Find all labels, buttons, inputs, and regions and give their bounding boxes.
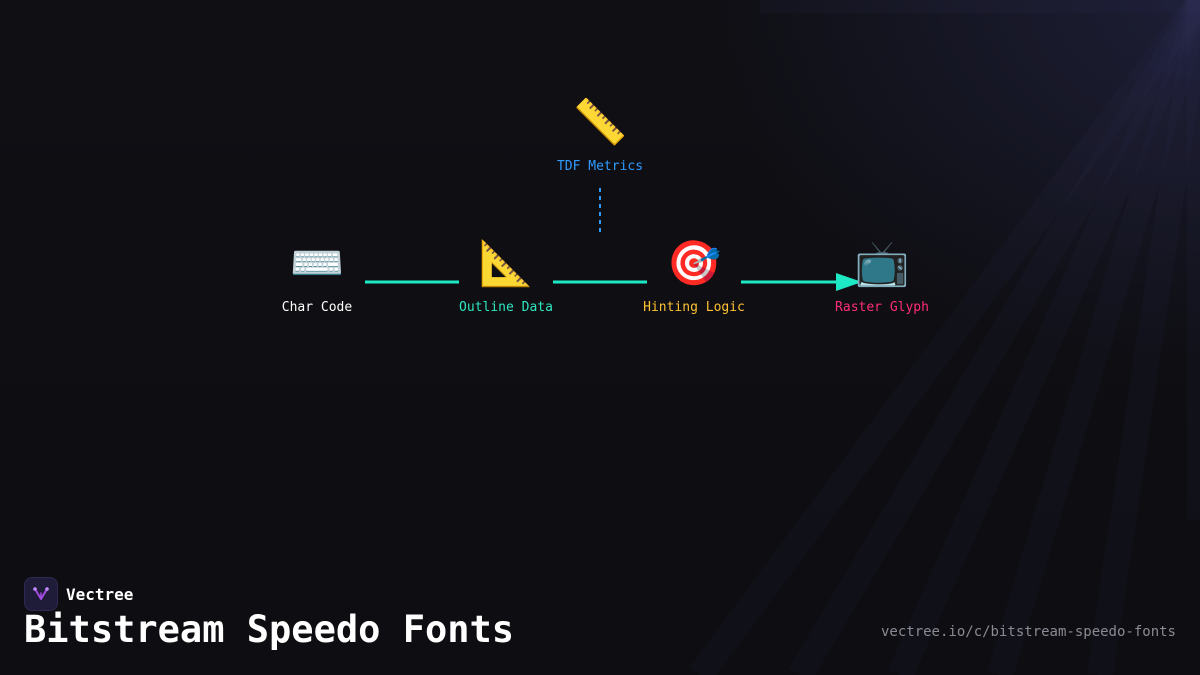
node-char-code: ⌨️ Char Code bbox=[282, 236, 352, 315]
node-hinting-logic: 🎯 Hinting Logic bbox=[643, 236, 745, 315]
node-tdf-metrics: 📏 TDF Metrics bbox=[557, 95, 643, 174]
ruler-icon: 📏 bbox=[572, 97, 628, 148]
node-label-raster-glyph: Raster Glyph bbox=[835, 300, 929, 315]
node-label-tdf-metrics: TDF Metrics bbox=[556, 159, 644, 174]
triangular-ruler-icon: 📐 bbox=[478, 238, 534, 289]
node-label-hinting-logic: Hinting Logic bbox=[643, 300, 745, 315]
node-raster-glyph: 📺 Raster Glyph bbox=[835, 236, 929, 315]
brand: Vectree bbox=[24, 577, 133, 611]
television-icon: 📺 bbox=[854, 238, 910, 289]
node-label-outline-data: Outline Data bbox=[459, 300, 553, 315]
brand-name: Vectree bbox=[66, 584, 134, 604]
keyboard-icon: ⌨️ bbox=[289, 238, 345, 289]
node-label-char-code: Char Code bbox=[281, 300, 353, 315]
page-title: Bitstream Speedo Fonts bbox=[24, 608, 515, 651]
node-outline-data: 📐 Outline Data bbox=[459, 236, 553, 315]
page-url[interactable]: vectree.io/c/bitstream-speedo-fonts bbox=[880, 624, 1176, 640]
vectree-logo-icon bbox=[24, 577, 58, 611]
target-icon: 🎯 bbox=[666, 238, 722, 289]
